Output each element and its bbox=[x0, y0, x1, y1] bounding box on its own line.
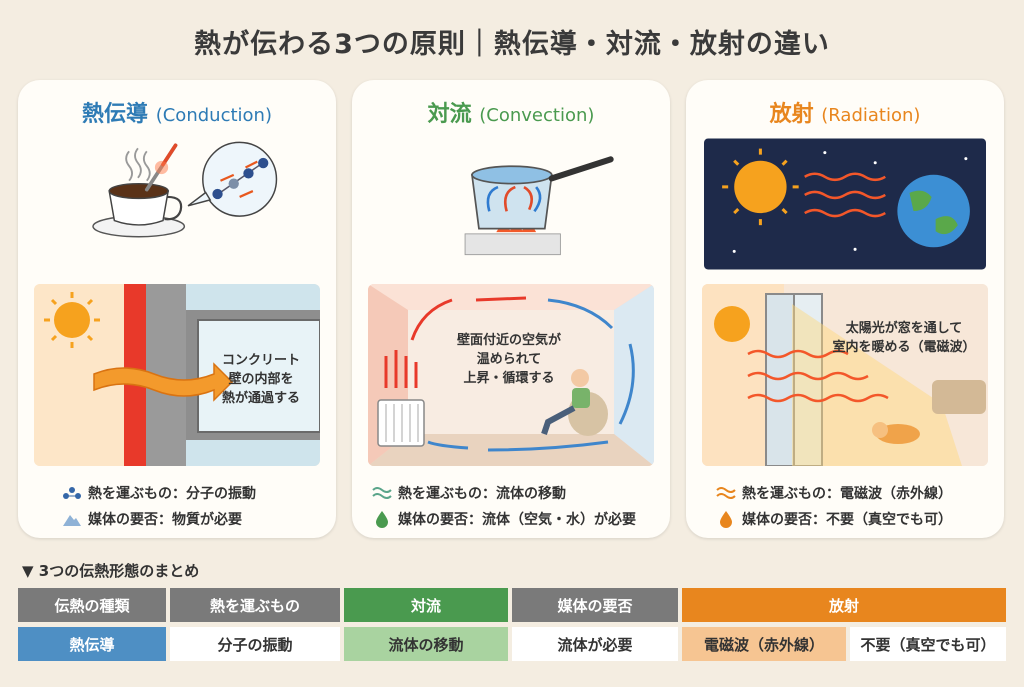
page-title: 熱が伝わる3つの原則｜熱伝導・対流・放射の違い bbox=[194, 29, 830, 60]
table-cell-molecular-vibration: 分子の振動 bbox=[170, 627, 340, 661]
sun-earth-space-illustration bbox=[704, 138, 986, 270]
summary-heading: ▼ 3つの伝熱形態のまとめ bbox=[22, 562, 200, 580]
convection-caption: 壁面付近の空気が 温められて 上昇・循環する bbox=[456, 333, 561, 386]
radiation-fact-carrier: 熱を運ぶもの：電磁波（赤外線） bbox=[716, 480, 1000, 506]
flame-icon bbox=[720, 511, 732, 528]
table-cell-fluid-movement: 流体の移動 bbox=[344, 627, 508, 661]
conduction-fact-medium: 媒体の要否：物質が必要 bbox=[62, 506, 332, 532]
table-header-convection: 対流 bbox=[344, 588, 508, 622]
mountain-icon bbox=[63, 515, 81, 526]
coffee-cup-illustration bbox=[92, 141, 278, 238]
table-cell-not-required: 不要（真空でも可） bbox=[850, 627, 1006, 661]
conduction-caption: コンクリート 壁の内部を 熱が通過する bbox=[221, 353, 300, 406]
radiation-panel: 放射 (Radiation) bbox=[686, 80, 1004, 538]
convection-fact-carrier: 熱を運ぶもの：流体の移動 bbox=[372, 480, 668, 506]
droplet-icon bbox=[376, 511, 388, 528]
window-radiation-scene: 太陽光が窓を通して 室内を暖める（電磁波） bbox=[702, 284, 988, 466]
room-convection-scene: 壁面付近の空気が 温められて 上昇・循環する bbox=[368, 284, 654, 466]
convection-fact-medium: 媒体の要否：流体（空気・水）が必要 bbox=[372, 506, 668, 532]
conduction-fact-carrier: 熱を運ぶもの：分子の振動 bbox=[62, 480, 332, 506]
wave-icon bbox=[372, 487, 392, 499]
table-header-carrier: 熱を運ぶもの bbox=[170, 588, 340, 622]
pot-on-stove-illustration bbox=[464, 156, 614, 256]
radiation-title: 放射 (Radiation) bbox=[769, 102, 921, 127]
table-header-type: 伝熱の種類 bbox=[18, 588, 166, 622]
radiation-facts: 熱を運ぶもの：電磁波（赤外線） 媒体の要否：不要（真空でも可） bbox=[716, 480, 1000, 532]
table-cell-electromagnetic: 電磁波（赤外線） bbox=[682, 627, 846, 661]
radiation-fact-medium: 媒体の要否：不要（真空でも可） bbox=[716, 506, 1000, 532]
wall-conduction-scene: コンクリート 壁の内部を 熱が通過する bbox=[34, 284, 320, 466]
table-cell-conduction: 熱伝導 bbox=[18, 627, 166, 661]
conduction-panel: 熱伝導 (Conduction) bbox=[18, 80, 336, 538]
radiation-caption: 太陽光が窓を通して 室内を暖める（電磁波） bbox=[832, 321, 976, 355]
molecule-icon bbox=[63, 487, 81, 499]
convection-facts: 熱を運ぶもの：流体の移動 媒体の要否：流体（空気・水）が必要 bbox=[372, 480, 668, 532]
convection-title: 対流 (Convection) bbox=[427, 102, 595, 127]
wave-icon bbox=[716, 487, 736, 499]
table-header-medium: 媒体の要否 bbox=[512, 588, 678, 622]
conduction-title: 熱伝導 (Conduction) bbox=[82, 102, 272, 127]
table-cell-fluid-required: 流体が必要 bbox=[512, 627, 678, 661]
convection-panel: 対流 (Convection) bbox=[352, 80, 670, 538]
table-header-radiation: 放射 bbox=[682, 588, 1006, 622]
conduction-facts: 熱を運ぶもの：分子の振動 媒体の要否：物質が必要 bbox=[62, 480, 332, 532]
